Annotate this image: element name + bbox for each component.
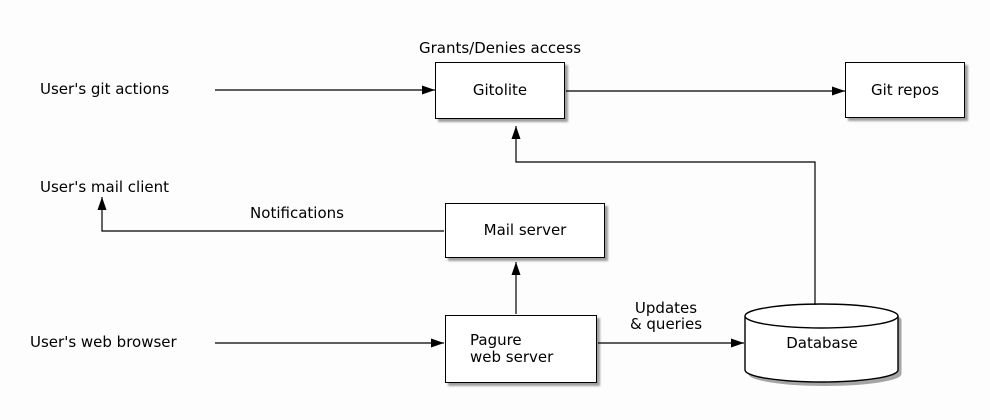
node-gitolite: Gitolite bbox=[435, 62, 565, 119]
node-mail-server-label: Mail server bbox=[483, 221, 567, 239]
arrow-database-to-gitolite bbox=[511, 126, 816, 305]
label-updates-queries: Updates & queries bbox=[629, 299, 703, 333]
actor-web-browser: User's web browser bbox=[30, 333, 177, 351]
database-cylinder bbox=[744, 303, 902, 386]
node-pagure-label: Pagure web server bbox=[470, 331, 554, 366]
label-notifications: Notifications bbox=[250, 204, 344, 222]
arrow-mail-server-to-mail-client bbox=[97, 197, 444, 232]
node-git-repos: Git repos bbox=[845, 62, 965, 118]
node-database-label: Database bbox=[786, 334, 858, 352]
node-pagure-web-server: Pagure web server bbox=[445, 315, 597, 383]
actor-git-actions: User's git actions bbox=[40, 80, 170, 98]
node-gitolite-label: Gitolite bbox=[472, 81, 528, 99]
actor-mail-client: User's mail client bbox=[40, 178, 170, 196]
node-mail-server: Mail server bbox=[445, 203, 605, 258]
node-git-repos-label: Git repos bbox=[870, 80, 940, 99]
label-grants-denies-access: Grants/Denies access bbox=[418, 39, 582, 57]
